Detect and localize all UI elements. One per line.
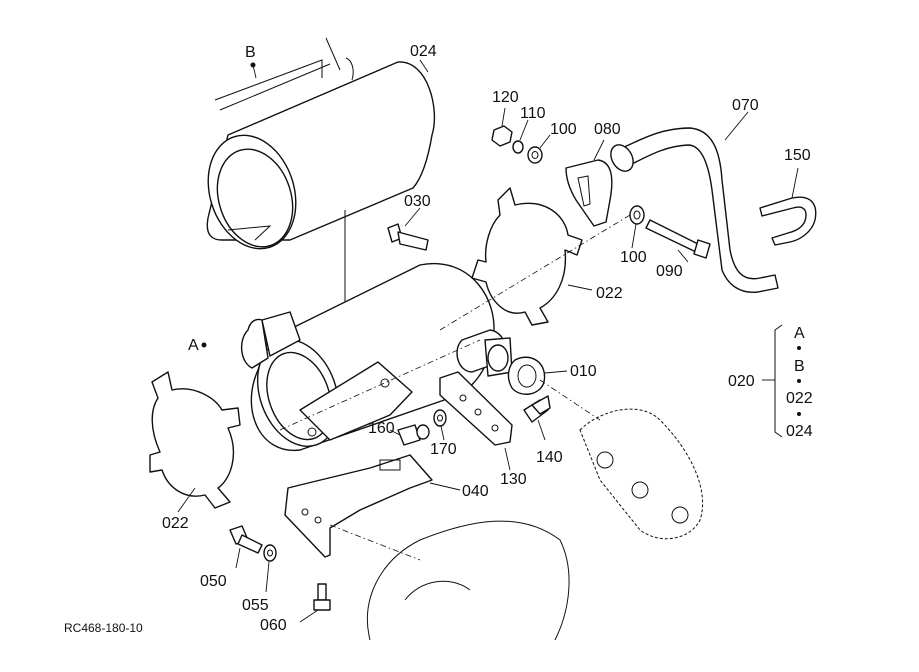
callout-022-upper: 022 <box>596 285 623 302</box>
callout-100-upper: 100 <box>550 121 577 138</box>
stay-040 <box>284 454 461 558</box>
callout-130: 130 <box>500 471 527 488</box>
callout-040: 040 <box>462 483 489 500</box>
callout-030: 030 <box>404 193 431 210</box>
callout-050: 050 <box>200 573 227 590</box>
callout-070: 070 <box>732 97 759 114</box>
callout-010: 010 <box>570 363 597 380</box>
u-bolt-150 <box>759 167 817 246</box>
heat-shield-cover-024 <box>206 37 436 320</box>
gasket-010 <box>484 337 568 395</box>
callout-170: 170 <box>430 441 457 458</box>
spring-washer-110 <box>512 119 529 154</box>
callout-090: 090 <box>656 263 683 280</box>
nut-120 <box>491 107 513 147</box>
callout-120: 120 <box>492 89 519 106</box>
bolt-090 <box>645 219 711 263</box>
engine-ghost-outline <box>329 214 704 641</box>
callout-060: 060 <box>260 617 287 634</box>
tail-pipe-070 <box>610 111 779 293</box>
ref-label-a: A <box>188 337 199 354</box>
callout-020: 020 <box>728 373 755 390</box>
callout-110: 110 <box>520 105 546 122</box>
ref-label-b: B <box>245 44 256 61</box>
assembly-020-brace <box>762 324 801 438</box>
figure-code: RC468-180-10 <box>64 621 143 635</box>
washer-055 <box>263 544 277 593</box>
bolt-160 <box>389 424 430 446</box>
callout-024: 024 <box>410 43 437 60</box>
washer-100-upper <box>527 134 551 164</box>
callout-080: 080 <box>594 121 621 138</box>
assembly-020-item-024: 024 <box>786 423 813 440</box>
callout-160: 160 <box>368 420 395 437</box>
assembly-020-item-022: 022 <box>786 390 813 407</box>
bolt-050 <box>229 525 263 569</box>
bracket-130 <box>439 371 513 471</box>
stud-140 <box>523 395 551 441</box>
callout-140: 140 <box>536 449 563 466</box>
bolt-030 <box>387 207 429 251</box>
washer-170 <box>433 409 447 441</box>
flange-022-lower <box>149 371 241 513</box>
callout-100-lower: 100 <box>620 249 647 266</box>
callout-055: 055 <box>242 597 269 614</box>
callout-150: 150 <box>784 147 811 164</box>
assembly-020-item-a: A <box>794 325 805 342</box>
ref-dot-a <box>201 342 207 348</box>
flange-022-upper <box>471 187 593 326</box>
assembly-020-item-b: B <box>794 358 805 375</box>
callout-022-lower: 022 <box>162 515 189 532</box>
washer-100-lower <box>629 205 645 249</box>
bolt-060 <box>299 583 331 623</box>
clamp-080 <box>565 139 613 227</box>
